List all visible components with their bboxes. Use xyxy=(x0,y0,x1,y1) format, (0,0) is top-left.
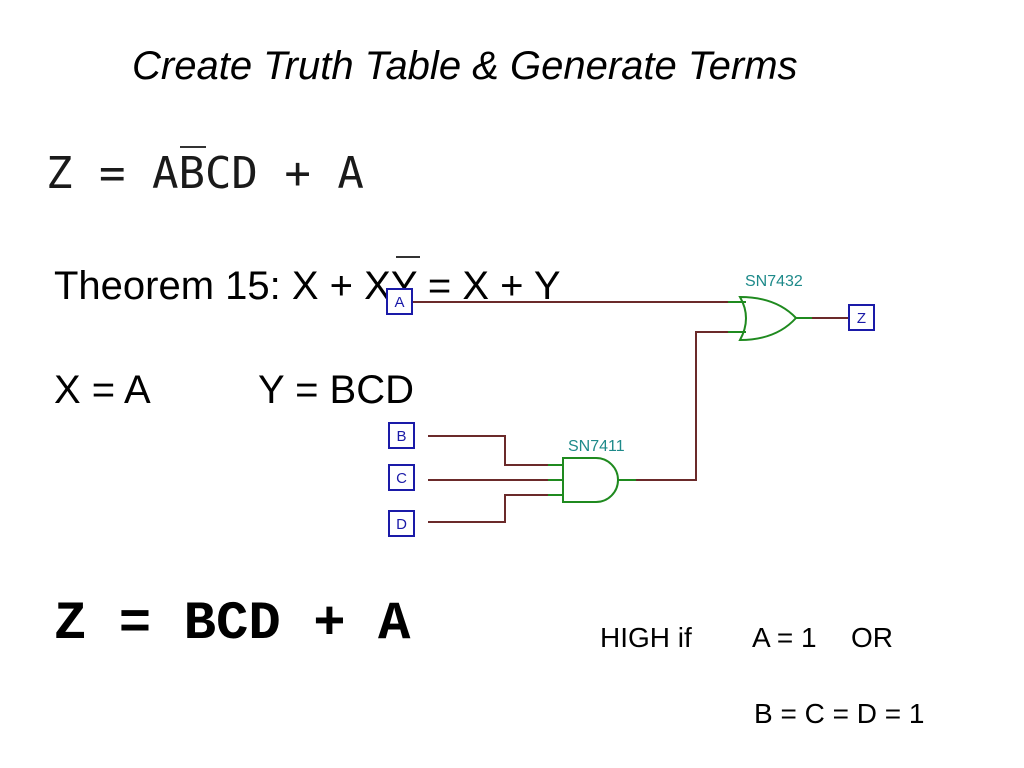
slide-title: Create Truth Table & Generate Terms xyxy=(132,44,798,88)
a-complement-overbar xyxy=(180,146,206,148)
output-port-z: Z xyxy=(848,304,875,331)
a-equals-one: A = 1 xyxy=(752,622,817,653)
wire-and-to-or xyxy=(636,331,746,481)
wires xyxy=(412,301,848,523)
theorem-15: Theorem 15: X + XY = X + Y xyxy=(54,264,561,308)
x-assignment: X = A xyxy=(54,368,151,412)
and-chip-label: SN7411 xyxy=(568,438,625,455)
input-port-d: D xyxy=(388,510,415,537)
high-if-label: HIGH if xyxy=(600,622,692,653)
or-gate xyxy=(728,295,812,342)
y-assignment: Y = BCD xyxy=(258,368,414,412)
input-port-c-label: C xyxy=(396,470,407,487)
input-port-c: C xyxy=(388,464,415,491)
and-gate xyxy=(548,457,636,503)
x-complement-overbar xyxy=(396,256,420,258)
wire-d-to-and xyxy=(428,494,562,523)
input-port-a-label: A xyxy=(394,294,404,311)
wire-b-to-and xyxy=(428,435,562,466)
input-port-b-label: B xyxy=(396,428,406,445)
simplified-equation: Z = BCD + A xyxy=(54,594,411,655)
or-word: OR xyxy=(851,622,893,653)
or-chip-label: SN7432 xyxy=(745,273,803,290)
original-equation: Z = ABCD + A xyxy=(46,148,364,199)
output-port-z-label: Z xyxy=(857,310,866,327)
input-port-a: A xyxy=(386,288,413,315)
input-port-d-label: D xyxy=(396,516,407,533)
bcd-equals-one: B = C = D = 1 xyxy=(754,698,925,729)
input-port-b: B xyxy=(388,422,415,449)
